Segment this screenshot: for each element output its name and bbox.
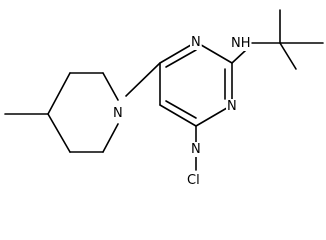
background	[0, 0, 326, 189]
atom-label-piperidine-n: N	[113, 106, 123, 121]
bond-c6-pn	[102, 123, 119, 153]
atom-label-halo	[186, 173, 201, 188]
bond-pn-c2	[102, 72, 119, 101]
tert-butyl-group	[249, 9, 324, 70]
bond-c2-n3	[195, 41, 233, 64]
bond-cq-methyl-bottom	[279, 42, 297, 70]
atom-label-halo	[230, 36, 252, 51]
bond-n5-c6	[159, 104, 197, 127]
double-bond-n3-c4	[165, 49, 197, 68]
molecule-drawing: NH N N N N Cl	[0, 0, 326, 189]
atom-label-chloro: Cl	[187, 173, 200, 188]
atom-label-ring-n-top: N	[191, 35, 201, 50]
methylpiperidine-ring	[4, 72, 119, 153]
atom-label-halo	[226, 99, 238, 114]
atom-label-ring-n-bottom: N	[191, 142, 201, 157]
bond-c2-nh	[231, 49, 247, 64]
structure-diagram: NH N N N N Cl	[0, 0, 326, 189]
bond-c4-c5	[47, 113, 71, 153]
atom-label-halo	[190, 35, 202, 50]
atom-label-halo	[190, 142, 202, 157]
bond-c3-c4	[47, 72, 71, 115]
bond-c4-piperidine-n	[125, 62, 161, 97]
atom-label-halo	[112, 106, 124, 121]
atom-label-nh: NH	[231, 36, 251, 51]
double-bond-n5-c6	[165, 100, 197, 119]
atom-label-ring-n-right: N	[227, 99, 237, 114]
